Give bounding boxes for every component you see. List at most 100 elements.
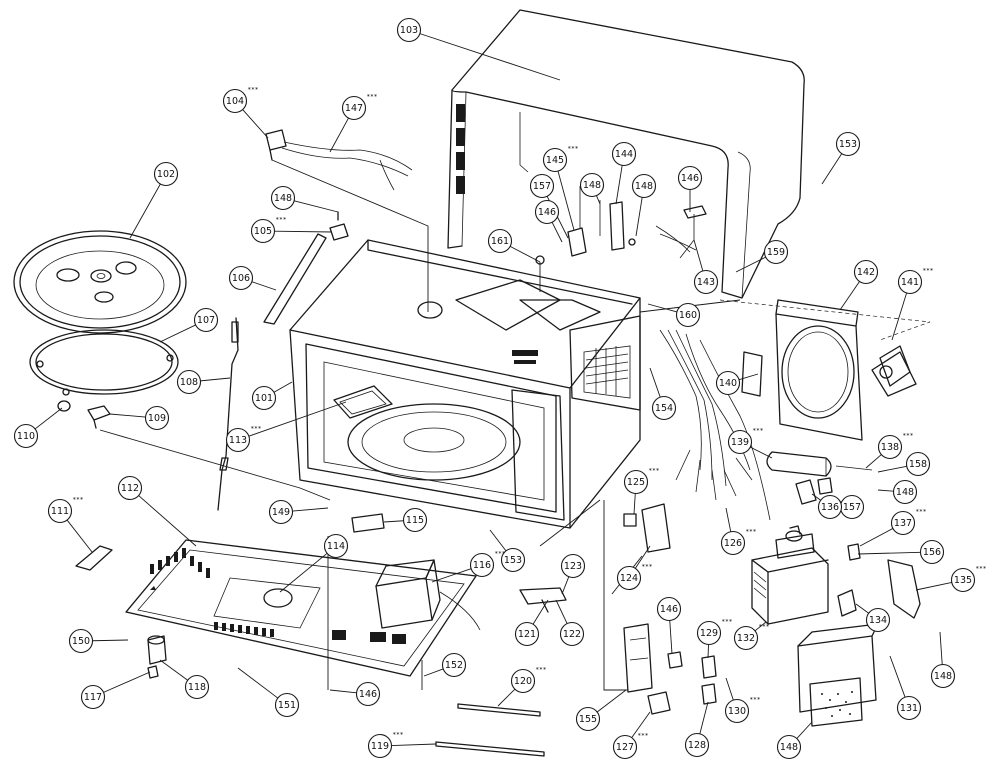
callout-146: 146 [677,165,703,212]
callout-leader [649,367,661,398]
callout-144: 144 [611,141,637,205]
callout-leader [707,644,709,659]
callout-leader [509,245,541,263]
callout-150: 150 [68,628,129,654]
callout-stars: *** [916,509,927,516]
callout-113: 113*** [225,401,347,453]
callout-148: 148 [270,185,339,213]
callout-stars: *** [568,146,579,153]
callout-146: 146 [656,596,682,655]
callout-bubble [144,405,170,431]
callout-leader [273,381,293,393]
callout-111: 111*** [47,497,93,553]
callout-146: 146 [534,199,563,243]
callout-leader [129,183,161,239]
callout-152: 152 [423,652,467,678]
callout-bubble [441,652,467,678]
callout-126: 126*** [720,507,757,556]
callout-bubble [656,596,682,622]
callout-leader [109,413,146,418]
callout-136: 136 [811,493,843,520]
callout-bubble [47,498,73,524]
callout-leader [865,454,882,469]
callout-bubble [817,494,843,520]
callout-leader [419,33,561,81]
callout-number: 157 [533,181,551,192]
callout-142: 142 [839,259,879,311]
callout-leader [138,495,197,547]
callout-148: 148 [877,479,918,505]
callout-130: 130*** [724,677,761,724]
callout-number: 149 [272,507,290,518]
callout-154: 154 [649,367,677,421]
callout-119: 119*** [367,732,437,759]
callout-number: 129 [700,628,718,639]
callout-leader [596,195,601,205]
callout-leader [251,281,277,291]
callout-leader [237,667,279,699]
callout-leader [497,688,516,707]
callout-number: 146 [359,689,377,700]
callout-bubble [724,698,750,724]
callout-leader [796,721,813,739]
callout-leader [647,303,678,313]
callout-number: 118 [188,682,206,693]
callout-bubble [176,369,202,395]
callout-number: 157 [843,502,861,513]
callout-stars: *** [248,87,259,94]
callout-leader [561,576,570,595]
callout-117: 117 [80,671,151,710]
callout-number: 110 [17,431,35,442]
callout-number: 148 [780,742,798,753]
callout-139: 139*** [727,428,773,459]
callout-number: 113 [229,435,247,446]
callout-103: 103 [396,17,561,81]
callout-bubble [250,218,276,244]
callout-leader [889,655,906,698]
callout-bubble [13,423,39,449]
callout-number: 132 [737,633,755,644]
callout-number: 142 [857,267,875,278]
callout-stars: *** [495,551,506,558]
callout-leader [92,639,129,642]
callout-stars: *** [923,268,934,275]
callout-bubble [623,469,649,495]
callout-bubble [225,427,251,453]
callout-number: 102 [157,169,175,180]
callout-leader [735,256,766,273]
callout-134: 134 [855,603,891,633]
callout-105: 105*** [250,217,333,244]
callout-bubble [763,239,789,265]
callout-146: 146 [329,681,381,707]
coupler [57,400,111,429]
callout-116: 116*** [431,551,506,583]
callout-leader [274,230,333,233]
callout-leader [635,197,643,237]
callout-bubble [153,161,179,187]
callout-number: 108 [180,377,198,388]
callout-leader [391,743,437,747]
callout-stars: *** [276,217,287,224]
callout-number: 122 [563,629,581,640]
bottom-rails [435,703,545,757]
main-wire-harness [659,329,771,521]
callout-number: 158 [909,459,927,470]
callout-leader [200,377,231,382]
callout-number: 115 [406,515,424,526]
callout-bubble [251,385,277,411]
callout-leader [532,599,549,625]
callout-138: 138*** [865,433,914,469]
callout-number: 155 [579,714,597,725]
callout-108: 108 [176,369,231,395]
callout-stars: *** [753,428,764,435]
callout-number: 107 [197,315,215,326]
callout-leader [738,373,759,381]
callout-stars: *** [722,619,733,626]
callout-leader [725,677,734,701]
callout-number: 114 [327,541,345,552]
callout-stars: *** [638,733,649,740]
callout-115: 115 [383,507,428,533]
callout-bubble [575,706,601,732]
